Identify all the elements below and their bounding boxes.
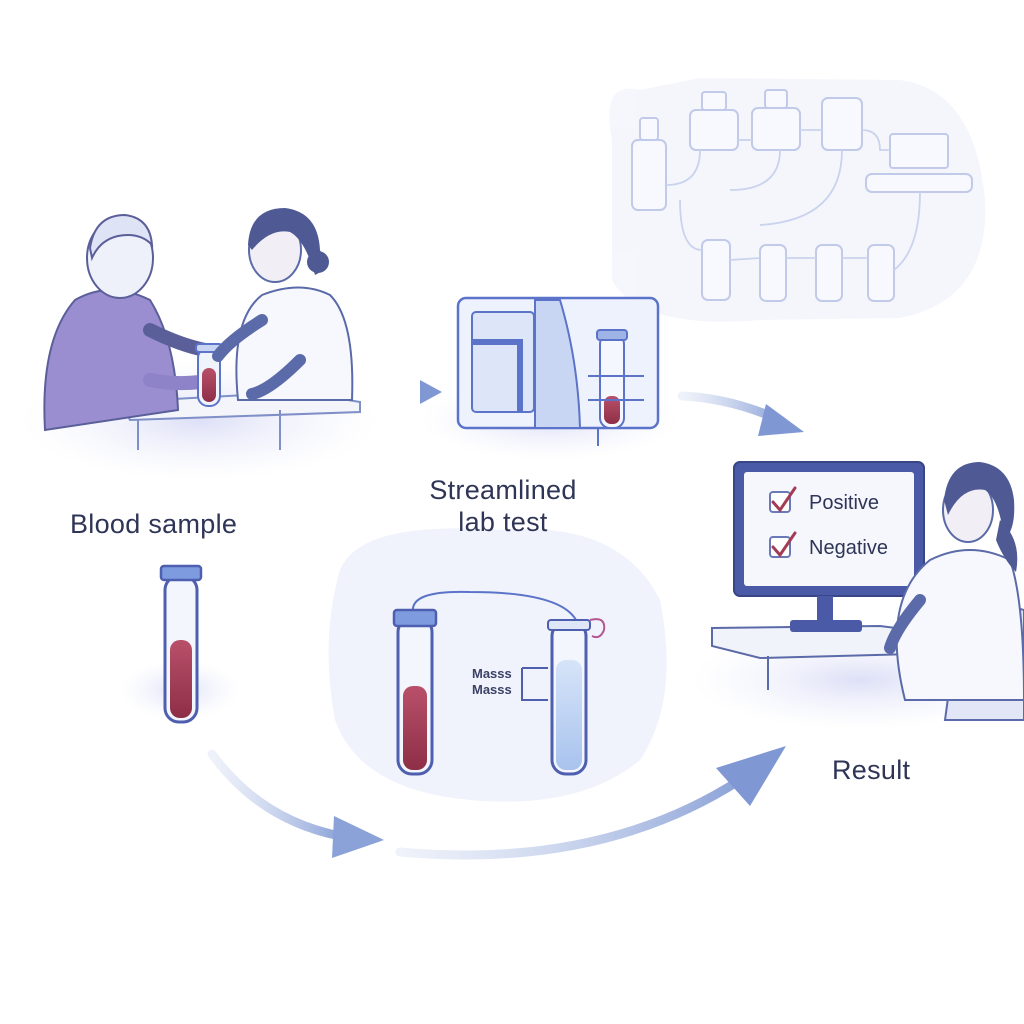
flow-arrow-2 <box>677 391 804 436</box>
step-label-result: Result <box>832 755 911 785</box>
checkbox-positive <box>769 486 797 513</box>
analyst-figure <box>884 462 1024 721</box>
mass-spec-label-2: Masss <box>472 682 512 697</box>
checkbox-negative <box>769 531 797 558</box>
step-label-lab-test-line1: Streamlined <box>429 475 577 505</box>
clinician-figure <box>212 208 354 401</box>
step-label-lab-test-line2: lab test <box>458 507 548 537</box>
step-label-blood-sample: Blood sample <box>70 509 238 539</box>
flow-arrow-3 <box>207 746 786 860</box>
blood-collection-scene <box>43 208 361 450</box>
mass-spec-label-1: Masss <box>472 666 512 681</box>
blood-sample-tube <box>159 564 203 724</box>
result-workstation <box>711 461 1024 721</box>
lab-analyzer <box>456 296 660 446</box>
collection-tube <box>195 343 223 407</box>
result-positive-text: Positive <box>809 492 880 514</box>
step-label-lab-test: Streamlined lab test <box>408 474 598 538</box>
mass-spec-setup <box>392 590 606 776</box>
result-negative-text: Negative <box>809 537 888 559</box>
lab-apparatus-background <box>609 78 986 322</box>
flow-arrow-1 <box>374 380 442 404</box>
